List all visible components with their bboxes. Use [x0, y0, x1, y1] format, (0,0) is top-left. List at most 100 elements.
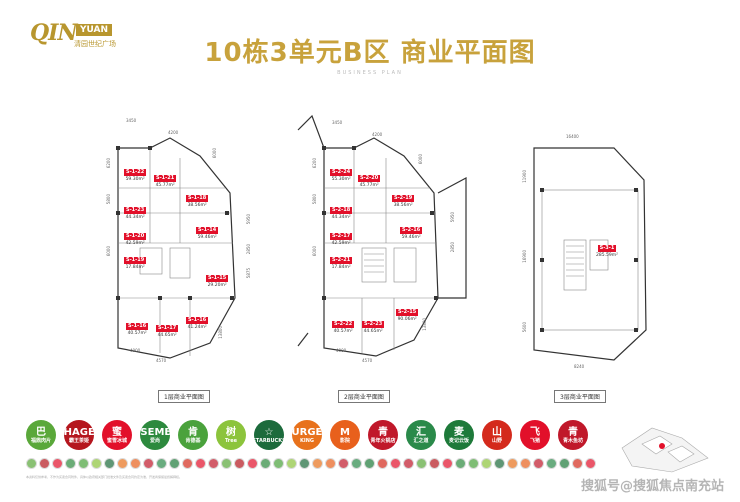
mini-brand-icon	[52, 458, 63, 469]
plan-caption: 1层商业平面图	[158, 390, 210, 403]
floor-plan-3-drawing	[533, 147, 647, 361]
brand-yuan: YUAN	[76, 24, 113, 36]
brand-logo-item: 汇汇之道	[406, 420, 436, 450]
brand-logo-name: 爱尚	[149, 437, 160, 444]
brand-logos: 巴福鼎肉片CHAGEE霸王茶姬蜜蜜雪冰城ASSEMBLY爱尚肯肯德基树Tree☆…	[26, 420, 606, 458]
mini-brand-icon	[533, 458, 544, 469]
floor-plan-1-drawing	[116, 137, 236, 359]
brand-logo-item: ☆STARBUCKS	[254, 420, 284, 450]
dimension: 5950	[246, 214, 251, 225]
dimension: 4570	[156, 358, 167, 363]
mini-brand-icon	[429, 458, 440, 469]
mini-brand-icon	[507, 458, 518, 469]
dimension: 4570	[362, 358, 373, 363]
mini-brand-icon	[286, 458, 297, 469]
brand-logo-item: CHAGEE霸王茶姬	[64, 420, 94, 450]
mini-brand-icon	[520, 458, 531, 469]
dimension: 5800	[106, 194, 111, 205]
brand-logo-mark: ASSEMBLY	[140, 426, 170, 438]
brand-logo-mark: 飞	[530, 426, 540, 438]
mini-brand-icon	[156, 458, 167, 469]
mini-brand-icon	[390, 458, 401, 469]
brand-logo-mark: M	[340, 426, 350, 438]
brand-logo-name: 影院	[339, 437, 350, 444]
brand-logo-mark: ☆	[264, 426, 274, 438]
mini-brand-icon	[299, 458, 310, 469]
brand-logo-mark: 青	[378, 426, 388, 438]
mini-brand-icon	[442, 458, 453, 469]
dimension: 16400	[566, 134, 579, 139]
brand-logo-mark: BURGER	[292, 426, 322, 438]
dimension: 8240	[574, 364, 585, 369]
brand-logo-item: 飞飞猪	[520, 420, 550, 450]
page-subtitle: BUSINESS PLAN	[337, 70, 403, 76]
dimension: 2850	[246, 244, 251, 255]
brand-logo-name: 青木鱼坊	[562, 437, 583, 444]
dimension: 13800	[218, 326, 223, 339]
plan-caption: 3层商业平面图	[554, 390, 606, 403]
mini-brand-icon	[143, 458, 154, 469]
mini-brand-icon	[195, 458, 206, 469]
mini-brand-icon	[559, 458, 570, 469]
dimension: 5875	[246, 268, 251, 279]
dimension: 6000	[212, 148, 217, 159]
mini-brand-icon	[546, 458, 557, 469]
brand-logo-name: 霸王茶姬	[68, 437, 89, 444]
brand-logo-item: 巴福鼎肉片	[26, 420, 56, 450]
brand-logo: QIN YUAN 清园世纪广场	[30, 20, 130, 56]
mini-brand-icon	[455, 458, 466, 469]
brand-cn: 清园世纪广场	[74, 40, 116, 48]
mini-brand-icon	[377, 458, 388, 469]
key-plan	[621, 427, 709, 473]
dimension: 6000	[312, 246, 317, 257]
mini-brand-icon	[416, 458, 427, 469]
footnote: 本资料仅供参考，不作为买卖合同附件，具体以政府相关部门批准文件及买卖合同约定为准…	[26, 475, 183, 479]
brand-logo-mark: 肯	[188, 426, 198, 438]
dimension: 6000	[418, 154, 423, 165]
brand-logo-item: 青青年火锅店	[368, 420, 398, 450]
mini-brand-icon	[364, 458, 375, 469]
mini-brand-icon	[234, 458, 245, 469]
mini-brand-icon	[312, 458, 323, 469]
dimension: 4000	[336, 348, 347, 353]
mini-brand-icon	[572, 458, 583, 469]
dimension: 6000	[106, 246, 111, 257]
dimension: 5800	[312, 194, 317, 205]
dimension: 6200	[106, 158, 111, 169]
floor-plan-2-drawing	[297, 114, 467, 357]
mini-brand-icon	[104, 458, 115, 469]
brand-logo-item: 蜜蜜雪冰城	[102, 420, 132, 450]
mini-brand-icon	[39, 458, 50, 469]
brand-logo-name: 山野	[491, 437, 502, 444]
brand-logo-mark: 蜜	[112, 426, 122, 438]
brand-logo-name: STARBUCKS	[254, 437, 284, 444]
brand-logo-name: 蜜雪冰城	[106, 437, 127, 444]
dimension: 13800	[422, 318, 427, 331]
dimension: 6200	[312, 158, 317, 169]
brand-mark: QIN	[30, 20, 78, 46]
mini-brand-icon	[221, 458, 232, 469]
mini-brand-icon	[403, 458, 414, 469]
mini-brand-icon	[481, 458, 492, 469]
